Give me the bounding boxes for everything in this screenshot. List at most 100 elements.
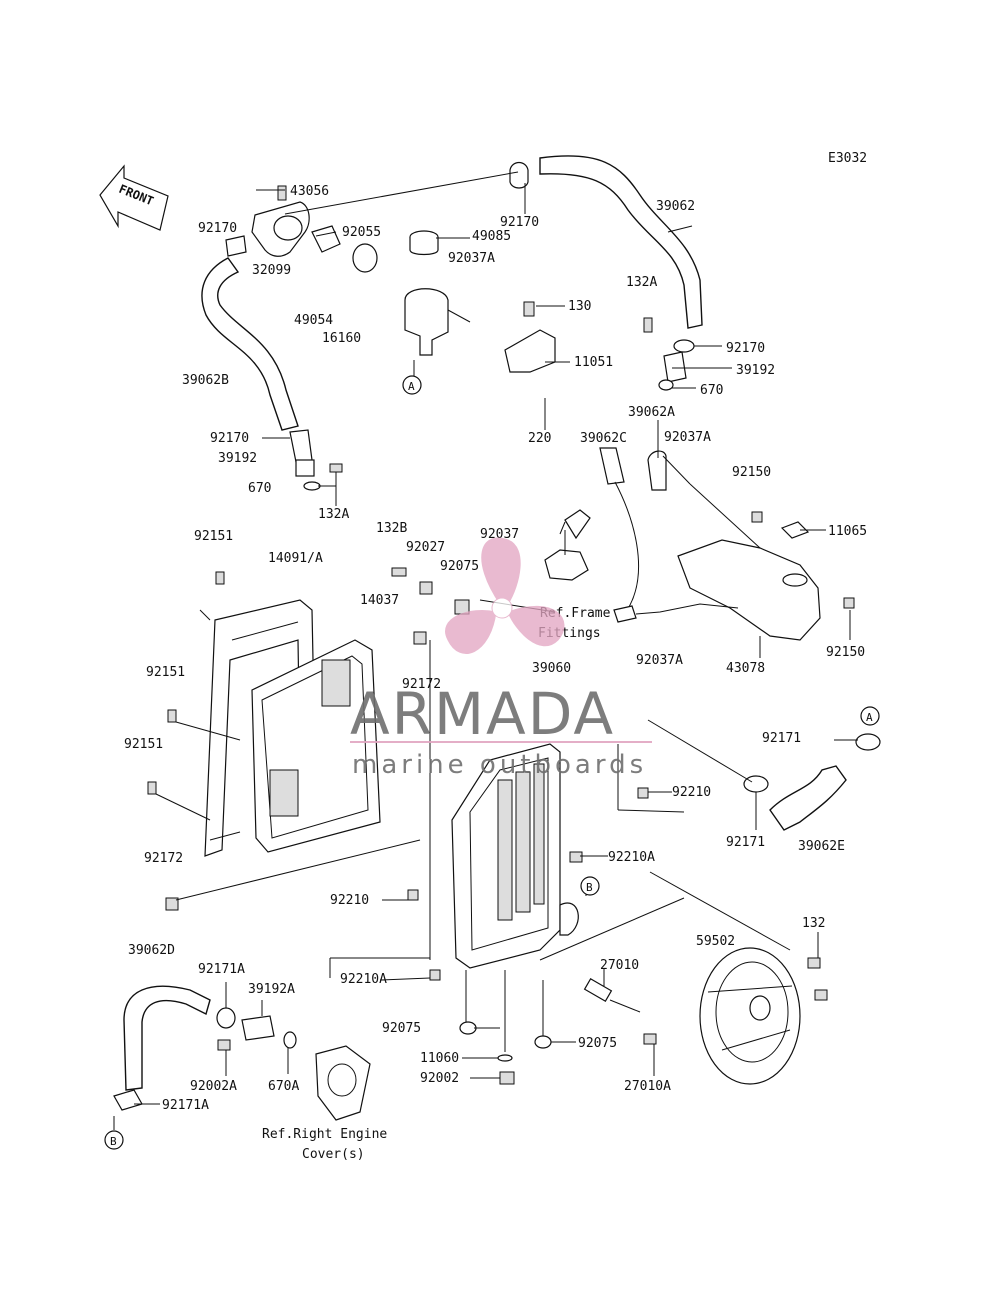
reservoir-tank-43078: [677, 511, 855, 641]
clamp-92170-left: [225, 235, 247, 257]
part-label: 11060: [420, 1051, 459, 1066]
hose-39062B: [201, 257, 299, 431]
part-label: 132A: [318, 507, 349, 522]
part-label: 49085: [472, 229, 511, 244]
ref-cover-label: Cover(s): [302, 1147, 365, 1162]
part-label: 92037A: [664, 430, 711, 445]
part-label: 39062A: [628, 405, 675, 420]
propeller-logo-icon: [445, 537, 565, 654]
svg-text:A: A: [408, 380, 415, 393]
svg-text:B: B: [110, 1135, 117, 1148]
part-label: 92037A: [448, 251, 495, 266]
part-label: 43078: [726, 661, 765, 676]
part-label: 92075: [578, 1036, 617, 1051]
part-label: 92027: [406, 540, 445, 555]
part-label: 92172: [402, 677, 441, 692]
part-label: 14091/A: [268, 551, 323, 566]
part-label: 92171A: [198, 962, 245, 977]
part-label: 132A: [626, 275, 657, 290]
part-label: 92002A: [190, 1079, 237, 1094]
hose-39062: [539, 155, 703, 329]
part-label: 92170: [198, 221, 237, 236]
part-label: 92170: [210, 431, 249, 446]
part-label: 132: [802, 916, 825, 931]
part-label: 39062B: [182, 373, 229, 388]
grommet-92075: [454, 599, 552, 1049]
ref-engine-label: Ref.Right Engine: [262, 1127, 387, 1142]
bolts: [147, 567, 515, 1085]
part-label: 92075: [440, 559, 479, 574]
part-label: 14037: [360, 593, 399, 608]
callout-b-left: B: [104, 1130, 124, 1150]
part-label: 92055: [342, 225, 381, 240]
part-label: 16160: [322, 331, 361, 346]
callout-a-right: A: [860, 706, 880, 726]
engine-cover: [315, 1045, 371, 1121]
screen-14037: [251, 639, 381, 853]
clamp-92170-top: [509, 161, 529, 189]
hose-39062E: [743, 733, 881, 831]
part-label: 92037A: [636, 653, 683, 668]
part-label: 43056: [290, 184, 329, 199]
fitting-39192-left: [289, 429, 343, 491]
part-label: 92171A: [162, 1098, 209, 1113]
part-label: 670A: [268, 1079, 299, 1094]
part-label: 49054: [294, 313, 333, 328]
watermark-brand: ARMADA: [350, 680, 615, 748]
part-label: 92172: [144, 851, 183, 866]
part-label: 92151: [146, 665, 185, 680]
radiator-39060: [407, 743, 649, 981]
part-label: 92210: [330, 893, 369, 908]
part-label: 39192: [218, 451, 257, 466]
part-label: 39062: [656, 199, 695, 214]
thermostat-49054: [311, 225, 341, 253]
part-label: 32099: [252, 263, 291, 278]
svg-text:A: A: [866, 711, 873, 724]
watermark-tagline: marine outboards: [352, 750, 647, 780]
radiator-core: [497, 763, 545, 921]
sensor-27010: [583, 977, 657, 1045]
part-label: 92151: [124, 737, 163, 752]
o-ring-16160: [352, 243, 378, 273]
svg-text:B: B: [586, 881, 593, 894]
part-label: 670: [248, 481, 271, 496]
frame-fitting-bracket: [544, 509, 591, 581]
part-label: 92150: [732, 465, 771, 480]
part-label: 11065: [828, 524, 867, 539]
front-arrow-icon: FRONT: [99, 164, 169, 231]
part-label: 39192: [736, 363, 775, 378]
part-label: 92210: [672, 785, 711, 800]
thermostat-housing: [251, 185, 310, 257]
part-label: 39060: [532, 661, 571, 676]
part-label: 27010A: [624, 1079, 671, 1094]
fan-59502: [699, 947, 828, 1085]
filler-neck: [404, 230, 471, 356]
part-label: 92170: [500, 215, 539, 230]
callout-a-top: A: [402, 375, 422, 395]
part-label: 92170: [726, 341, 765, 356]
part-label: 92171: [726, 835, 765, 850]
part-label: 92002: [420, 1071, 459, 1086]
part-label: 59502: [696, 934, 735, 949]
hose-39062C: [599, 447, 739, 623]
part-label: 670: [700, 383, 723, 398]
fitting-39192-right: [643, 317, 695, 391]
part-label: 220: [528, 431, 551, 446]
part-label: 92210A: [608, 850, 655, 865]
callout-b-mid: B: [580, 876, 600, 896]
part-label: 39062C: [580, 431, 627, 446]
part-label: 92210A: [340, 972, 387, 987]
part-label: 130: [568, 299, 591, 314]
part-label: 92075: [382, 1021, 421, 1036]
part-label: 92151: [194, 529, 233, 544]
diagram-code: E3032: [828, 151, 867, 166]
part-label: 39192A: [248, 982, 295, 997]
leader-lines: [113, 171, 858, 1130]
part-label: 92150: [826, 645, 865, 660]
part-label: 39062E: [798, 839, 845, 854]
part-label: 132B: [376, 521, 407, 536]
part-label: 92037: [480, 527, 519, 542]
